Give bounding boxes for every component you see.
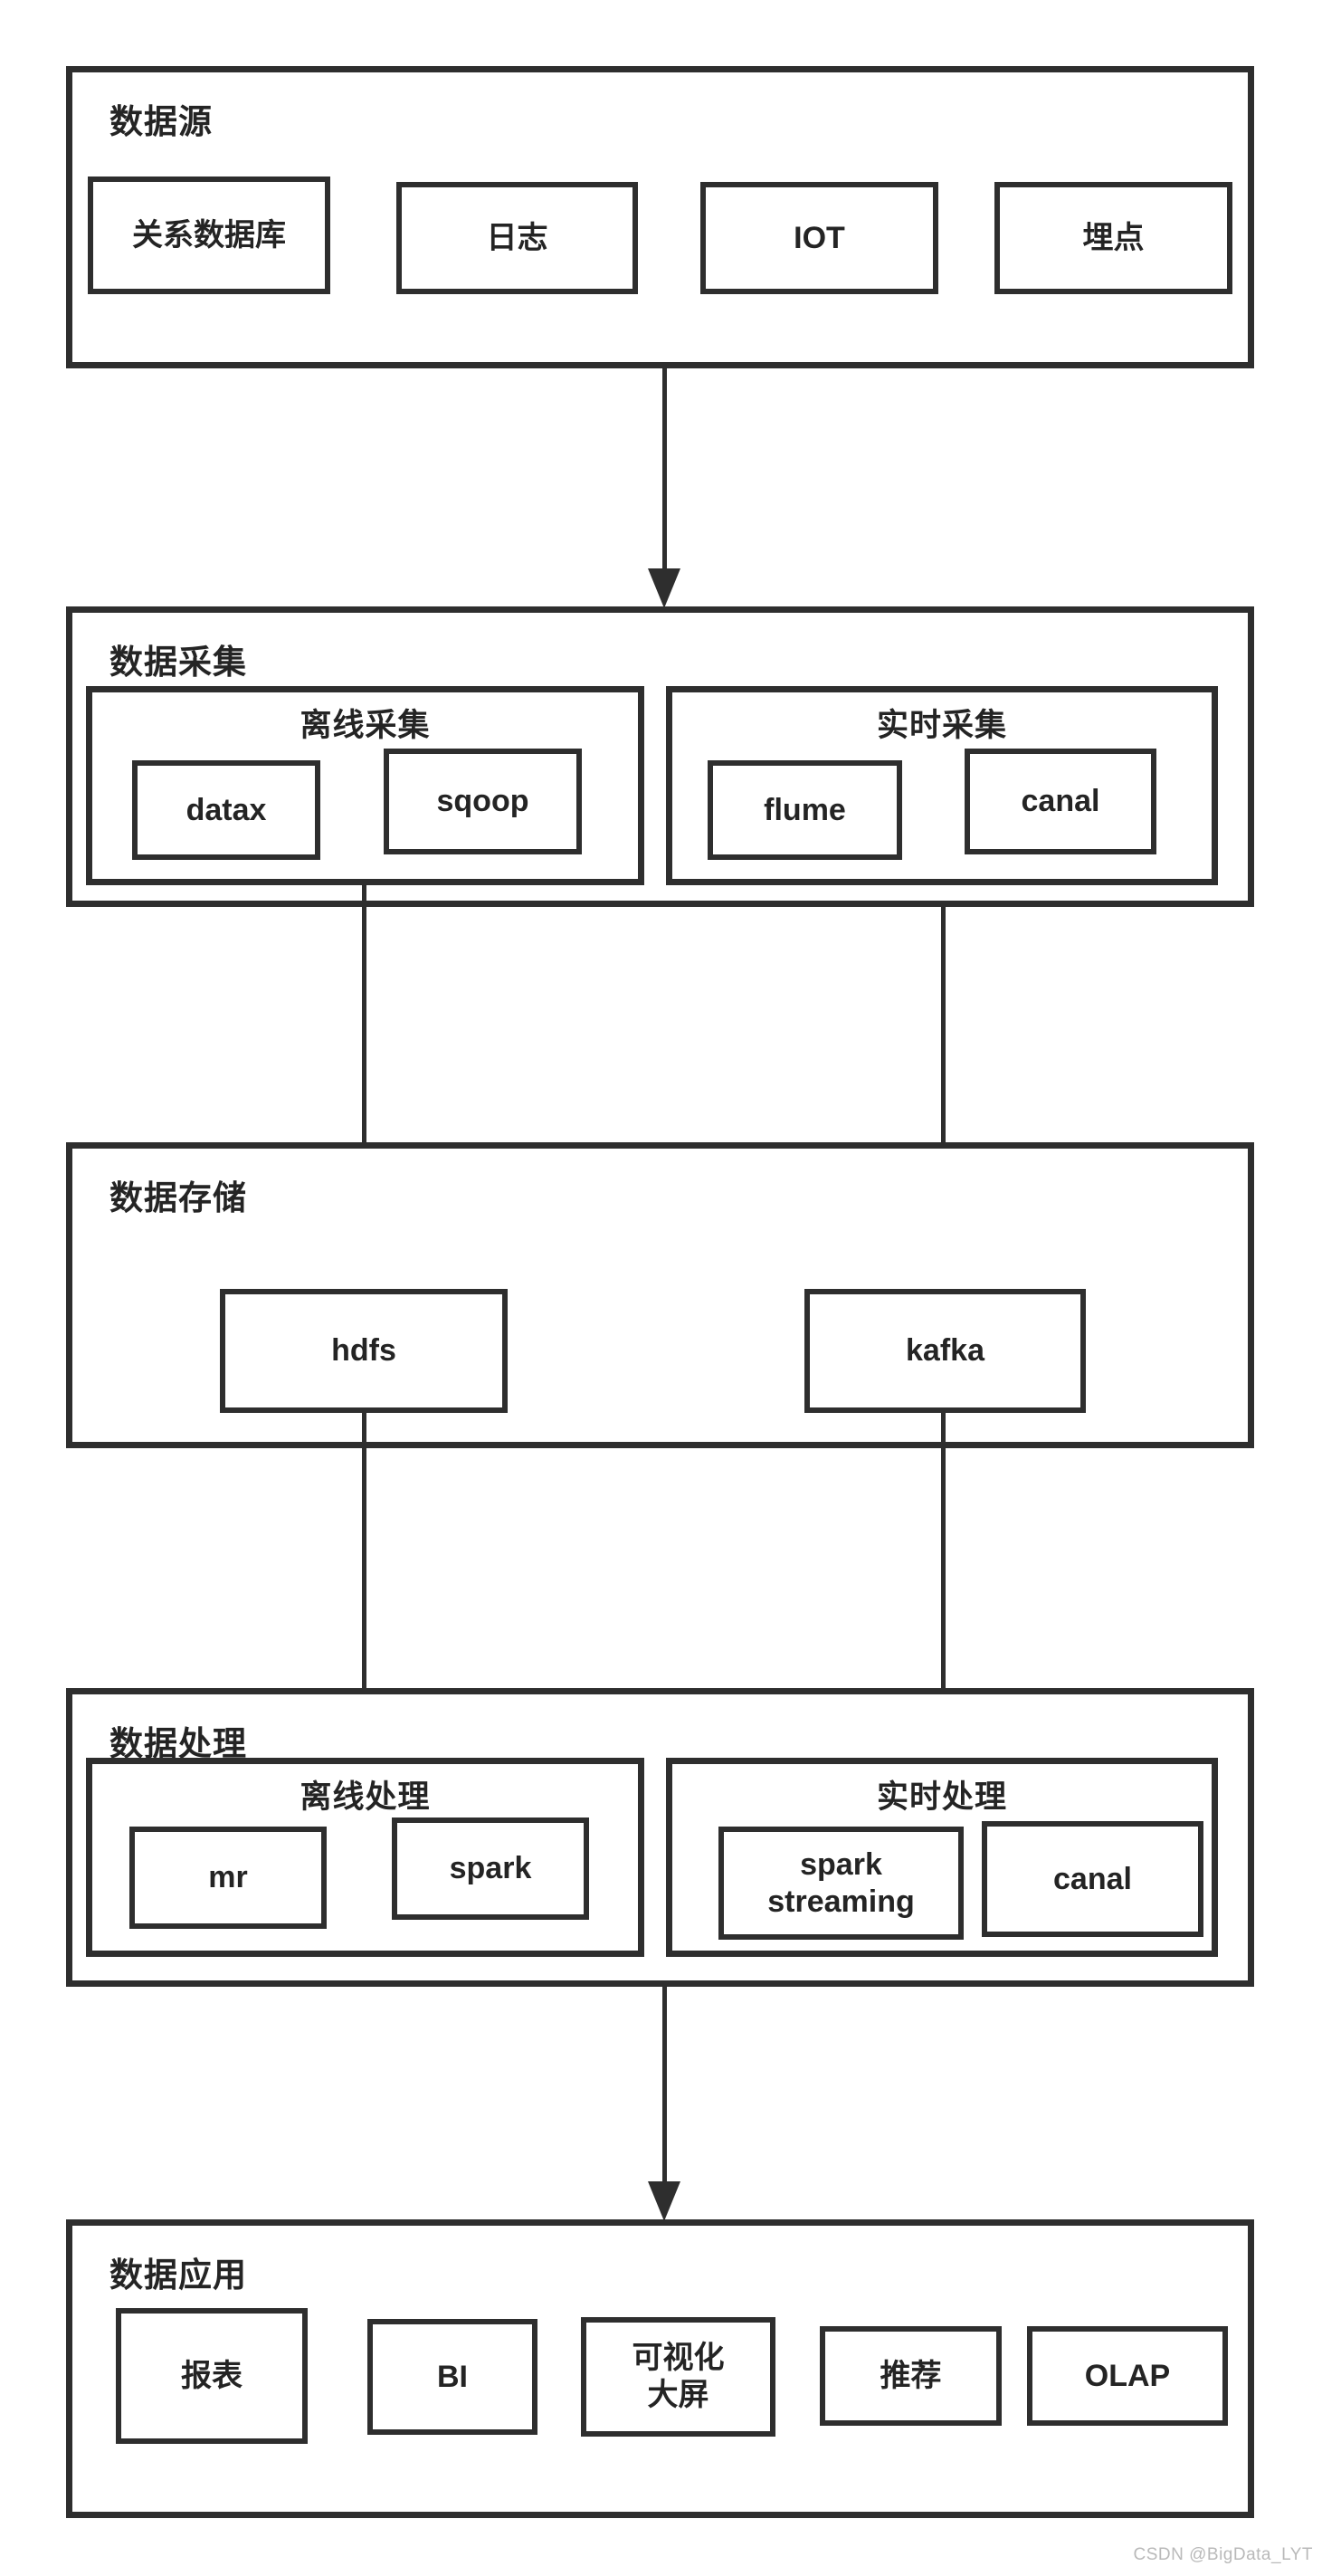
group-title-offline-collection: 离线采集 [300,708,431,743]
box-logs: 日志 [396,182,638,294]
section-data-source: 数据源 关系数据库 日志 IOT 埋点 [66,66,1254,368]
box-spark-streaming: spark streaming [718,1827,964,1940]
section-title-data-processing: 数据处理 [109,1725,247,1762]
box-bi: BI [367,2319,537,2435]
box-flume: flume [708,760,902,860]
section-data-collection: 数据采集 离线采集 datax sqoop 实时采集 flume canal [66,606,1254,907]
box-reports: 报表 [116,2308,308,2444]
section-data-storage: 数据存储 hdfs kafka [66,1142,1254,1448]
group-realtime-collection: 实时采集 flume canal [666,686,1218,885]
box-datax: datax [132,760,320,860]
group-offline-processing: 离线处理 mr spark [86,1758,644,1957]
box-canal-collection: canal [965,749,1156,854]
section-title-data-application: 数据应用 [109,2256,247,2294]
section-data-application: 数据应用 报表 BI 可视化 大屏 推荐 OLAP [66,2219,1254,2518]
group-title-realtime-collection: 实时采集 [876,708,1007,743]
section-title-data-collection: 数据采集 [109,644,247,681]
arrow-line-realtime-to-kafka [941,905,946,1255]
box-hdfs: hdfs [220,1289,508,1413]
group-title-realtime-processing: 实时处理 [876,1779,1007,1815]
section-title-data-storage: 数据存储 [109,1179,247,1216]
section-data-processing: 数据处理 离线处理 mr spark 实时处理 spark streaming … [66,1688,1254,1987]
box-canal-processing: canal [982,1821,1203,1937]
arrow-line-offline-to-hdfs [362,885,366,1255]
section-title-data-source: 数据源 [109,103,213,140]
watermark-text: CSDN @BigData_LYT [1133,2545,1313,2564]
box-spark: spark [392,1818,589,1920]
arrow-line-hdfs-to-offline-processing [362,1413,366,1723]
arrow-head-processing-to-application [648,2181,680,2221]
group-offline-collection: 离线采集 datax sqoop [86,686,644,885]
box-tracking-points: 埋点 [994,182,1232,294]
box-olap: OLAP [1027,2326,1228,2426]
box-visualization-screen: 可视化 大屏 [581,2317,775,2437]
group-title-offline-processing: 离线处理 [300,1779,431,1815]
arrow-line-processing-to-application [662,1987,667,2185]
arrow-line-source-to-collection [662,368,667,572]
box-sqoop: sqoop [384,749,582,854]
arrow-line-kafka-to-realtime-processing [941,1413,946,1723]
box-mr: mr [129,1827,327,1929]
box-kafka: kafka [804,1289,1086,1413]
arrow-head-source-to-collection [648,568,680,608]
box-iot: IOT [700,182,938,294]
box-recommendation: 推荐 [820,2326,1002,2426]
group-realtime-processing: 实时处理 spark streaming canal [666,1758,1218,1957]
box-relational-database: 关系数据库 [88,177,330,294]
